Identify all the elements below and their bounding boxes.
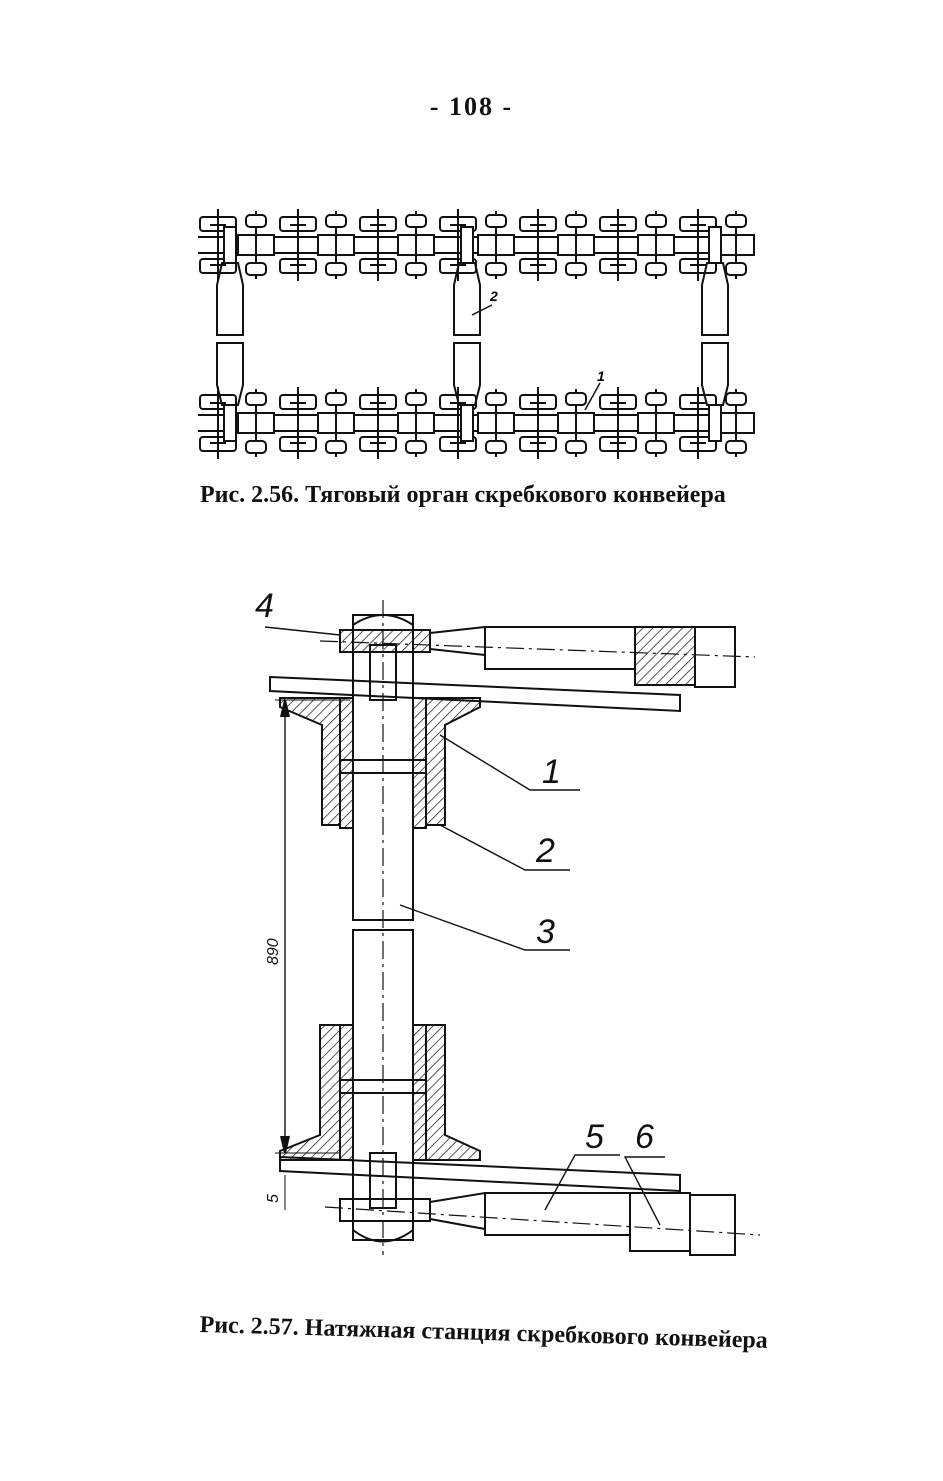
fig1-label-1: 1 [597,368,605,384]
fig2-label-4: 4 [255,587,274,625]
chain-top [198,209,755,281]
fig2-label-6: 6 [635,1118,654,1156]
figure-tension-station: 4 1 2 3 5 6 890 5 [255,587,761,1256]
upper-nut [694,626,736,688]
dimension-5-label: 5 [265,1194,282,1203]
lower-coupling [629,1192,691,1252]
upper-coupling [634,626,696,686]
fig2-label-5: 5 [585,1118,604,1156]
figure1-caption: Рис. 2.56. Тяговый орган скребкового кон… [200,482,726,508]
dimension-890-label: 890 [265,938,282,965]
upper-rod-eye [339,629,431,653]
upper-frame-plate [269,675,681,713]
scrapers [216,226,729,442]
upper-housing-right [425,697,481,826]
lower-nut [689,1194,736,1256]
lower-housing-right [425,1024,481,1161]
upper-bushing-right [412,697,427,829]
fig2-label-2: 2 [535,832,555,870]
fig2-label-1: 1 [542,753,561,791]
leader-line-1 [584,382,601,411]
lower-rod [484,1192,631,1236]
leader-line-2 [471,304,493,316]
page-number: - 108 - [429,92,514,121]
lower-frame-plate [279,1155,681,1193]
fig2-label-3: 3 [536,913,555,951]
figure2-caption: Рис. 2.57. Натяжная станция скребкового … [199,1312,769,1354]
lower-rod-taper [429,1191,486,1231]
fig1-label-2: 2 [489,288,498,304]
upper-rod-taper [429,625,486,657]
upper-bushing-left [339,697,354,829]
figure-chain-diagram: 2 1 [198,209,755,459]
upper-housing-left [279,697,341,826]
shaft-bottom-cap [352,1229,414,1243]
